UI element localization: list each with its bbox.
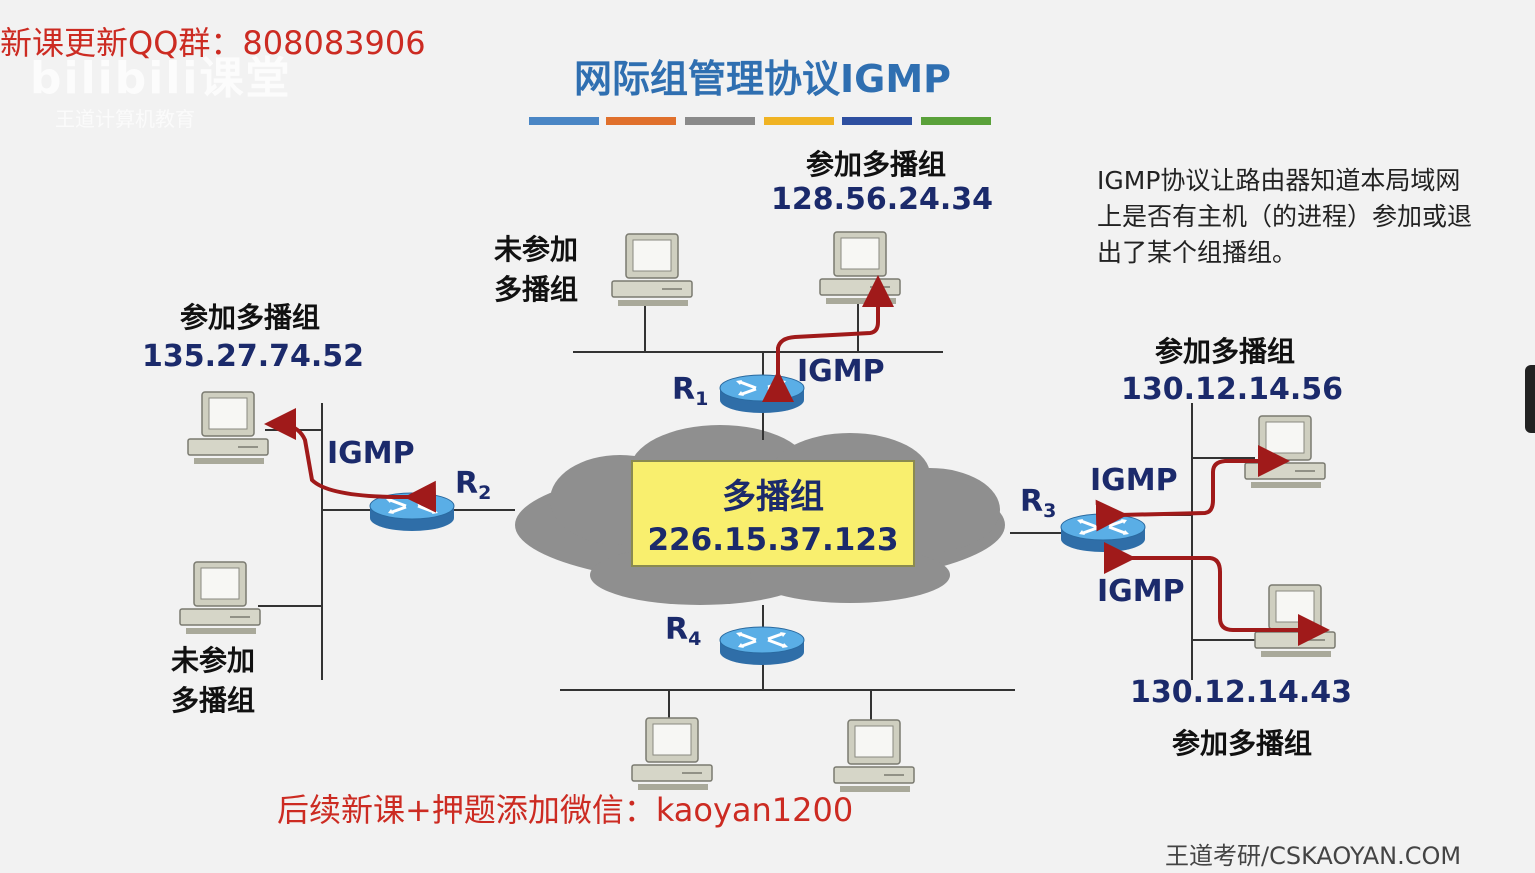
pc-icon-top-not-joined bbox=[611, 233, 693, 307]
title-bar-6 bbox=[921, 117, 991, 125]
title-bar-3 bbox=[685, 117, 755, 125]
pc-icon-left-joined bbox=[187, 391, 269, 465]
router-r1-label: R1 bbox=[672, 372, 709, 410]
top-not-joined-caption: 未参加 多播组 bbox=[494, 233, 579, 306]
multicast-group-ip: 226.15.37.123 bbox=[647, 522, 899, 558]
left-not-joined-caption: 未参加 多播组 bbox=[171, 644, 256, 717]
igmp-label-r3-bottom: IGMP bbox=[1097, 574, 1185, 609]
right-top-caption: 参加多播组 bbox=[1155, 335, 1296, 368]
igmp-explanation-note: IGMP协议让路由器知道本局域网上是否有主机（的进程）参加或退出了某个组播组。 bbox=[1097, 166, 1473, 267]
right-top-ip: 130.12.14.56 bbox=[1121, 372, 1344, 407]
pc-icon-right-bottom bbox=[1254, 584, 1336, 658]
igmp-label-r1: IGMP bbox=[797, 354, 885, 389]
top-joined-caption: 参加多播组 bbox=[806, 148, 947, 181]
router-r3-label: R3 bbox=[1020, 484, 1057, 522]
multicast-group-box: 多播组 226.15.37.123 bbox=[631, 460, 915, 567]
footer-brand: 王道考研/CSKAOYAN.COM bbox=[1165, 842, 1462, 870]
pc-icon-top-joined bbox=[819, 231, 901, 305]
bilibili-subtitle: 王道计算机教育 bbox=[55, 107, 195, 131]
igmp-arrows bbox=[264, 275, 1330, 646]
wechat-watermark: 后续新课+押题添加微信：kaoyan1200 bbox=[277, 791, 854, 829]
side-panel-handle[interactable] bbox=[1525, 365, 1535, 433]
pc-icon-bottom-right bbox=[833, 719, 915, 793]
left-joined-caption: 参加多播组 bbox=[180, 301, 321, 334]
bilibili-logo: bilibili课堂 bbox=[30, 53, 292, 104]
title-bar-1 bbox=[529, 117, 599, 125]
multicast-group-name: 多播组 bbox=[722, 477, 824, 517]
qq-group-watermark: 新课更新QQ群：808083906 bbox=[0, 24, 426, 62]
title-bar-2 bbox=[606, 117, 676, 125]
slide-title-text: 网际组管理协议IGMP bbox=[574, 57, 951, 101]
router-r3-icon bbox=[1059, 512, 1147, 554]
top-joined-ip: 128.56.24.34 bbox=[771, 182, 994, 217]
title-bar-4 bbox=[764, 117, 834, 125]
router-r1-icon bbox=[718, 373, 806, 415]
pc-icon-left-not-joined bbox=[179, 561, 261, 635]
right-bottom-caption: 参加多播组 bbox=[1172, 727, 1313, 760]
router-r4-icon bbox=[718, 625, 806, 667]
title-bar-5 bbox=[842, 117, 912, 125]
router-r2-label: R2 bbox=[455, 466, 492, 504]
slide-title: 网际组管理协议IGMP bbox=[0, 48, 1535, 103]
igmp-label-r2: IGMP bbox=[327, 436, 415, 471]
pc-icon-bottom-left bbox=[631, 717, 713, 791]
pc-icon-right-top bbox=[1244, 415, 1326, 489]
left-joined-ip: 135.27.74.52 bbox=[142, 339, 365, 374]
router-r4-label: R4 bbox=[665, 612, 702, 650]
igmp-label-r3-top: IGMP bbox=[1090, 463, 1178, 498]
right-bottom-ip: 130.12.14.43 bbox=[1130, 675, 1353, 710]
